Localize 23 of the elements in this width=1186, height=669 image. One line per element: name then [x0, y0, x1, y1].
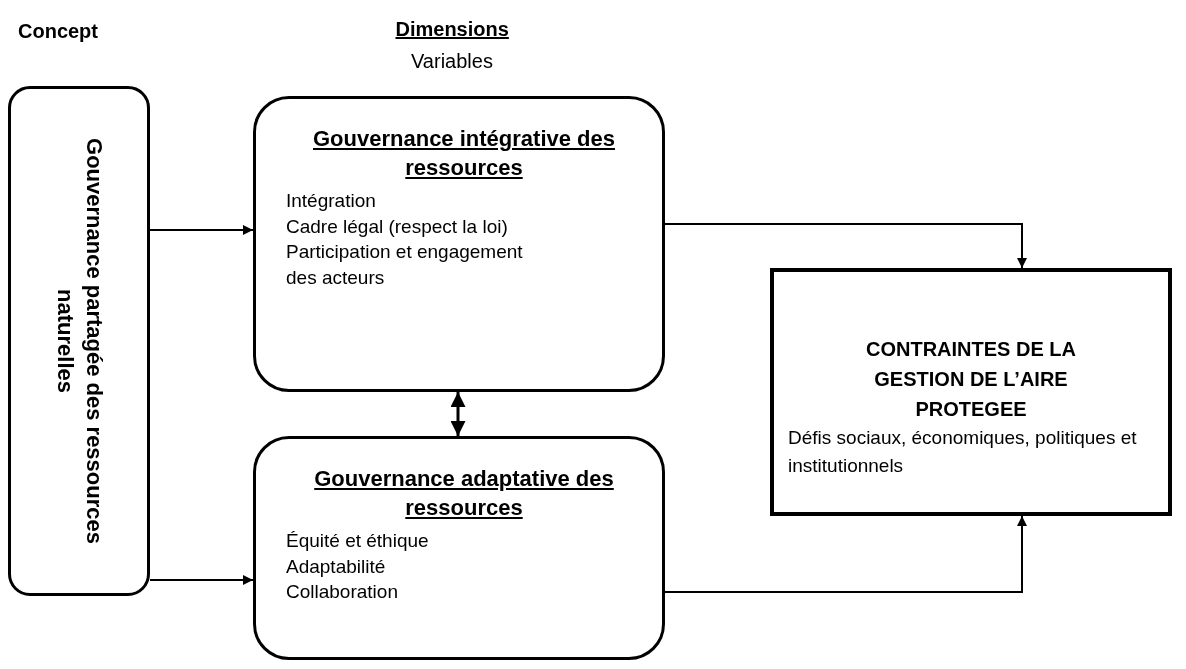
arrow [450, 392, 466, 436]
arrow [149, 225, 254, 235]
column-heading: Concept [18, 20, 98, 43]
variable-text: Collaboration [286, 580, 399, 605]
box-heading: CONTRAINTES DE LA GESTION DE L’AIRE PROTEGEE [865, 337, 1077, 422]
arrow [149, 575, 254, 585]
column-heading: Dimensions [395, 18, 509, 41]
variable-text: Participation et engagement des acteurs [286, 240, 524, 291]
arrow [664, 223, 1027, 269]
dimension-box [253, 436, 665, 660]
variable-text: Intégration [286, 189, 376, 214]
outcome-box [770, 268, 1172, 516]
body-text: Défis sociaux, économiques, politiques et institutionnels [788, 426, 1138, 478]
variable-text: Adaptabilité [286, 554, 386, 579]
box-heading: Gouvernance adaptative des ressources [313, 465, 615, 522]
column-subheading: Variables [411, 50, 493, 73]
dimension-box [253, 96, 665, 392]
arrow [664, 515, 1027, 593]
variable-text: Cadre légal (respect la loi) [286, 214, 508, 239]
variable-text: Équité et éthique [286, 529, 429, 554]
concept-box [8, 86, 150, 596]
vertical-label: Gouvernance partagée des ressources naturelles [52, 137, 108, 546]
box-heading: Gouvernance intégrative des ressources [312, 125, 616, 182]
